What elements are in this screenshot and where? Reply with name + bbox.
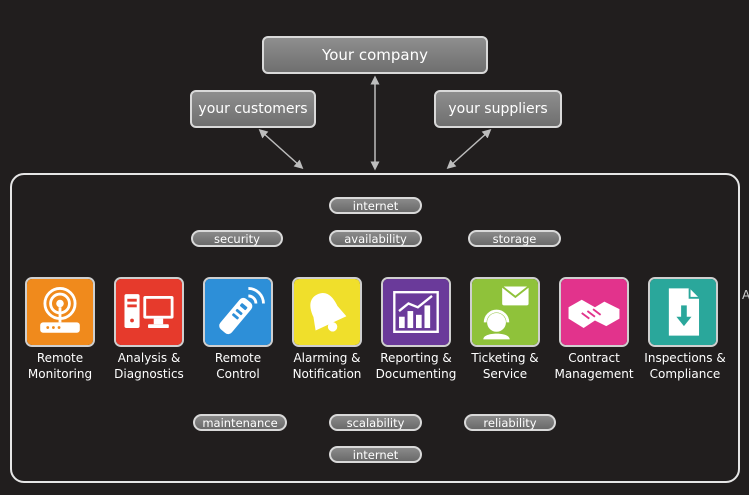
alarming-notification-tile[interactable] bbox=[292, 277, 362, 347]
your-suppliers-box: your suppliers bbox=[434, 90, 562, 128]
inspections-compliance-tile[interactable] bbox=[648, 277, 718, 347]
edge-mark: A bbox=[742, 288, 749, 302]
arrow-customers-platform bbox=[258, 128, 304, 170]
remote-monitoring-tile[interactable] bbox=[25, 277, 95, 347]
remote-control-tile[interactable] bbox=[203, 277, 273, 347]
platform-frame bbox=[10, 173, 740, 483]
ticketing-service-tile[interactable] bbox=[470, 277, 540, 347]
support-agent-icon bbox=[472, 279, 538, 345]
pill-internet-top: internet bbox=[329, 197, 422, 214]
antenna-router-icon bbox=[27, 279, 93, 345]
pill-security: security bbox=[191, 230, 283, 247]
pill-storage: storage bbox=[468, 230, 561, 247]
pill-maintenance: maintenance bbox=[193, 414, 287, 431]
reporting-documenting-label: Reporting &Documenting bbox=[375, 351, 457, 381]
reporting-documenting-tile[interactable] bbox=[381, 277, 451, 347]
handshake-icon bbox=[561, 279, 627, 345]
pill-availability: availability bbox=[329, 230, 422, 247]
analysis-diagnostics-tile[interactable] bbox=[114, 277, 184, 347]
analysis-diagnostics-label: Analysis &Diagnostics bbox=[114, 351, 184, 381]
arrow-suppliers-platform bbox=[446, 128, 492, 170]
inspections-compliance-label: Inspections &Compliance bbox=[644, 351, 726, 381]
bell-icon bbox=[294, 279, 360, 345]
document-download-icon bbox=[650, 279, 716, 345]
remote-control-icon bbox=[205, 279, 271, 345]
pill-internet-bottom: internet bbox=[329, 446, 422, 463]
computer-icon bbox=[116, 279, 182, 345]
pill-scalability: scalability bbox=[329, 414, 422, 431]
your-customers-box: your customers bbox=[190, 90, 316, 128]
pill-reliability: reliability bbox=[464, 414, 556, 431]
bar-chart-icon bbox=[383, 279, 449, 345]
ticketing-service-label: Ticketing &Service bbox=[471, 351, 539, 381]
your-company-box: Your company bbox=[262, 36, 488, 74]
contract-management-tile[interactable] bbox=[559, 277, 629, 347]
alarming-notification-label: Alarming &Notification bbox=[292, 351, 362, 381]
